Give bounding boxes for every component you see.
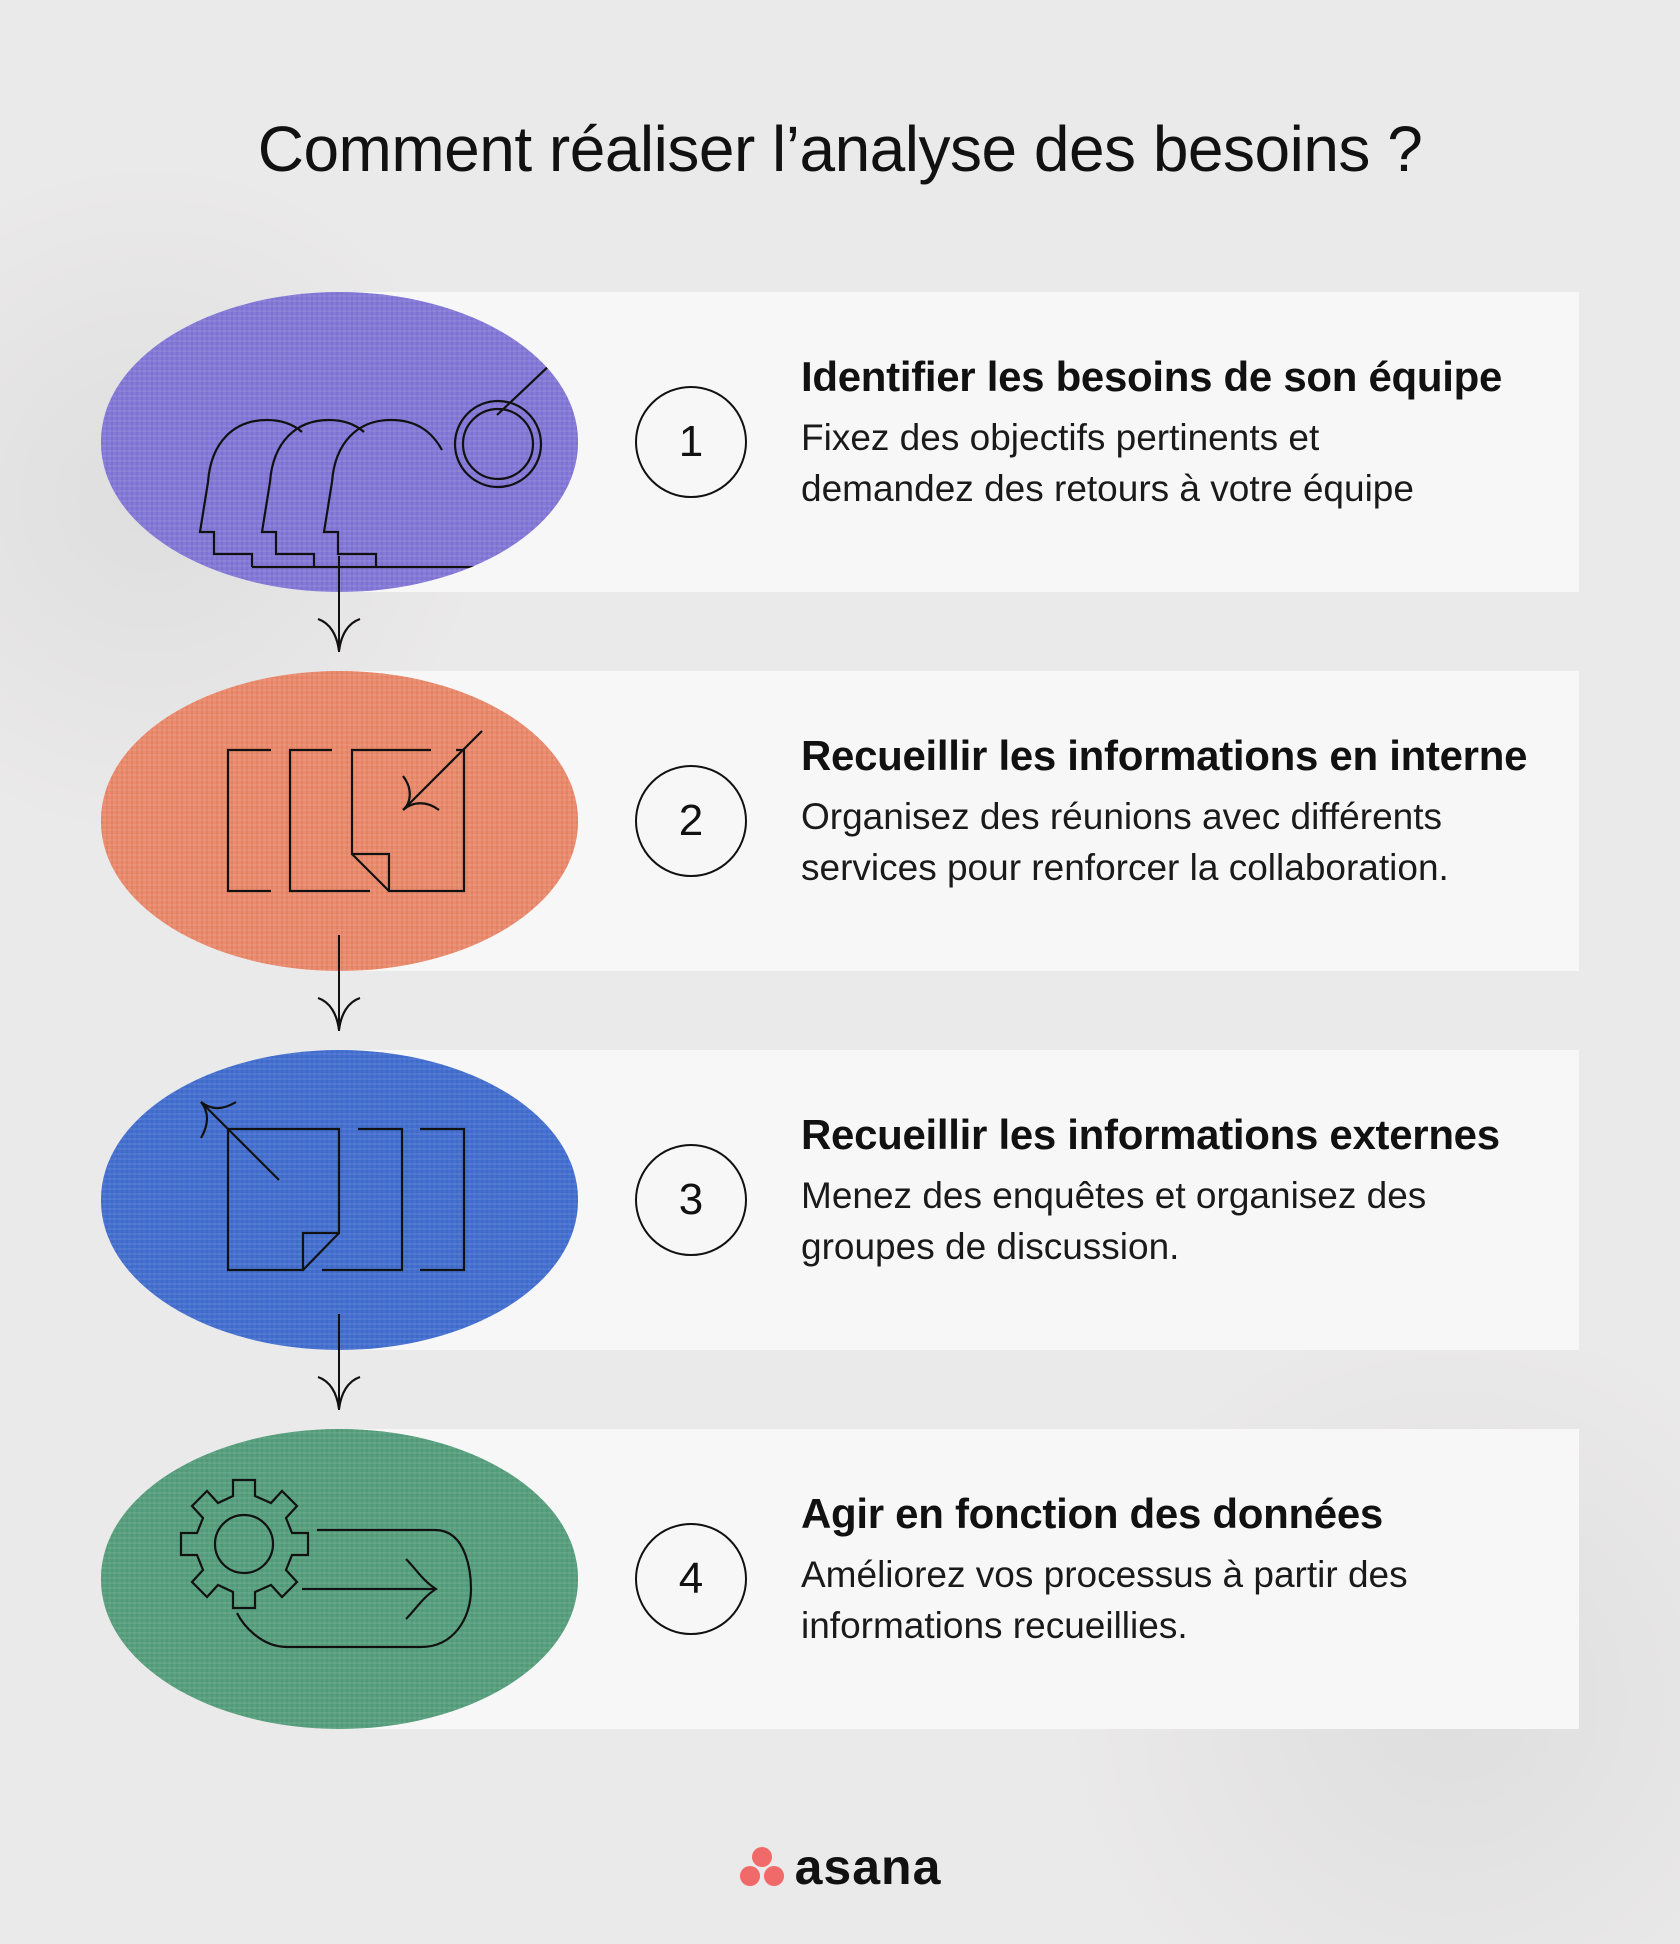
step-description: Menez des enquêtes et organisez des grou… [801,1170,1539,1272]
connector-line [338,556,340,652]
step-text: Recueillir les informations en interne O… [801,731,1539,893]
step-description-line: Menez des enquêtes et organisez des [801,1175,1427,1217]
gear-process-arrow-icon [179,1478,473,1649]
step-description-line: services pour renforcer la collaboration… [801,847,1449,889]
asana-dots-icon [739,1847,784,1886]
brand-logo: asana [0,1838,1680,1896]
step-description: Organisez des réunions avec différents s… [801,791,1539,893]
step-3: 3 Recueillir les informations externes M… [101,1050,1579,1350]
step-description: Fixez des objectifs pertinents et demand… [801,412,1539,514]
step-number-badge: 4 [635,1523,747,1635]
step-icon-pill [101,671,578,971]
step-description-line: informations recueillies. [801,1605,1188,1647]
step-heading: Identifier les besoins de son équipe [801,353,1503,400]
step-description-line: demandez des retours à votre équipe [801,468,1414,510]
team-heads-magnifier-icon [198,344,572,569]
step-heading: Recueillir les informations en interne [801,732,1528,779]
documents-outbound-arrow-icon [200,1101,466,1272]
step-text: Recueillir les informations externes Men… [801,1110,1539,1272]
step-description: Améliorez vos processus à partir des inf… [801,1549,1539,1651]
step-number-badge: 3 [635,1144,747,1256]
arrow-down-icon [317,996,361,1031]
step-2: 2 Recueillir les informations en interne… [101,671,1579,971]
step-description-line: groupes de discussion. [801,1226,1180,1268]
step-description-line: Fixez des objectifs pertinents et [801,417,1320,459]
connector-line [338,935,340,1031]
arrow-down-icon [317,617,361,652]
documents-inbound-arrow-icon [226,730,483,893]
step-icon-pill [101,1050,578,1350]
step-heading: Recueillir les informations externes [801,1111,1500,1158]
step-icon-pill [101,1429,578,1729]
page-title: Comment réaliser l’analyse des besoins ? [257,113,1423,185]
step-number-badge: 1 [635,386,747,498]
step-icon-pill [101,292,578,592]
step-number-badge: 2 [635,765,747,877]
step-text: Identifier les besoins de son équipe Fix… [801,352,1539,514]
step-description-line: Améliorez vos processus à partir des [801,1554,1408,1596]
connector-line [338,1314,340,1410]
step-description-line: Organisez des réunions avec différents [801,796,1443,838]
arrow-down-icon [317,1375,361,1410]
step-heading: Agir en fonction des données [801,1490,1383,1537]
brand-name: asana [794,1839,942,1895]
step-text: Agir en fonction des données Améliorez v… [801,1489,1539,1651]
step-4: 4 Agir en fonction des données Améliorez… [101,1429,1579,1729]
step-1: 1 Identifier les besoins de son équipe F… [101,292,1579,592]
